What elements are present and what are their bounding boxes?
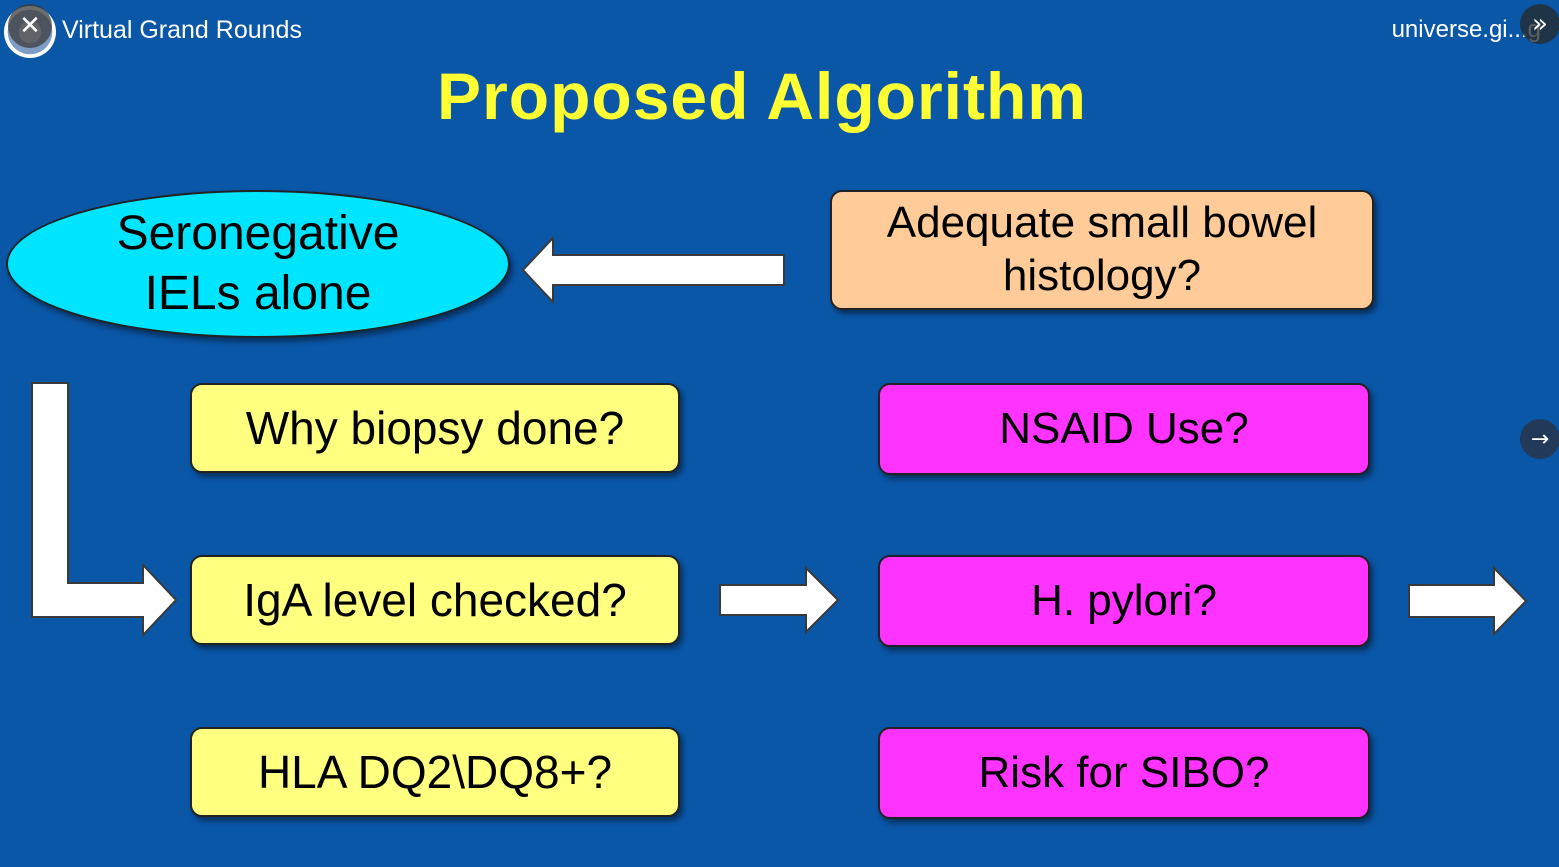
header-title: Virtual Grand Rounds xyxy=(62,16,302,44)
hla-box: HLA DQ2\DQ8+? xyxy=(190,727,680,817)
double-chevron-right-icon: » xyxy=(1532,9,1548,39)
seronegative-line2: IELs alone xyxy=(144,267,372,320)
seronegative-ellipse: Seronegative IELs alone xyxy=(6,190,510,338)
next-slide-button[interactable]: → xyxy=(1520,419,1559,459)
iga-level-box: IgA level checked? xyxy=(190,555,680,645)
nsaid-box: NSAID Use? xyxy=(878,383,1370,475)
elbow-arrow xyxy=(31,382,178,638)
header-url: universe.gi...g xyxy=(1391,16,1541,43)
adequate-histology-box: Adequate small bowel histology? xyxy=(830,190,1374,310)
expand-button[interactable]: » xyxy=(1520,4,1559,44)
left-arrow xyxy=(521,235,785,305)
h-pylori-box: H. pylori? xyxy=(878,555,1370,647)
seronegative-line1: Seronegative xyxy=(116,207,400,260)
slide-title: Proposed Algorithm xyxy=(437,59,1087,133)
close-icon: ✕ xyxy=(19,11,41,41)
sibo-box: Risk for SIBO? xyxy=(878,727,1370,819)
arrow-right-icon: → xyxy=(1530,426,1550,452)
close-button[interactable]: ✕ xyxy=(8,4,52,48)
why-biopsy-box: Why biopsy done? xyxy=(190,383,680,473)
middle-right-arrow xyxy=(719,565,840,635)
adequate-line1: Adequate small bowel xyxy=(886,198,1318,248)
far-right-arrow xyxy=(1408,565,1528,637)
adequate-line2: histology? xyxy=(1002,251,1202,300)
